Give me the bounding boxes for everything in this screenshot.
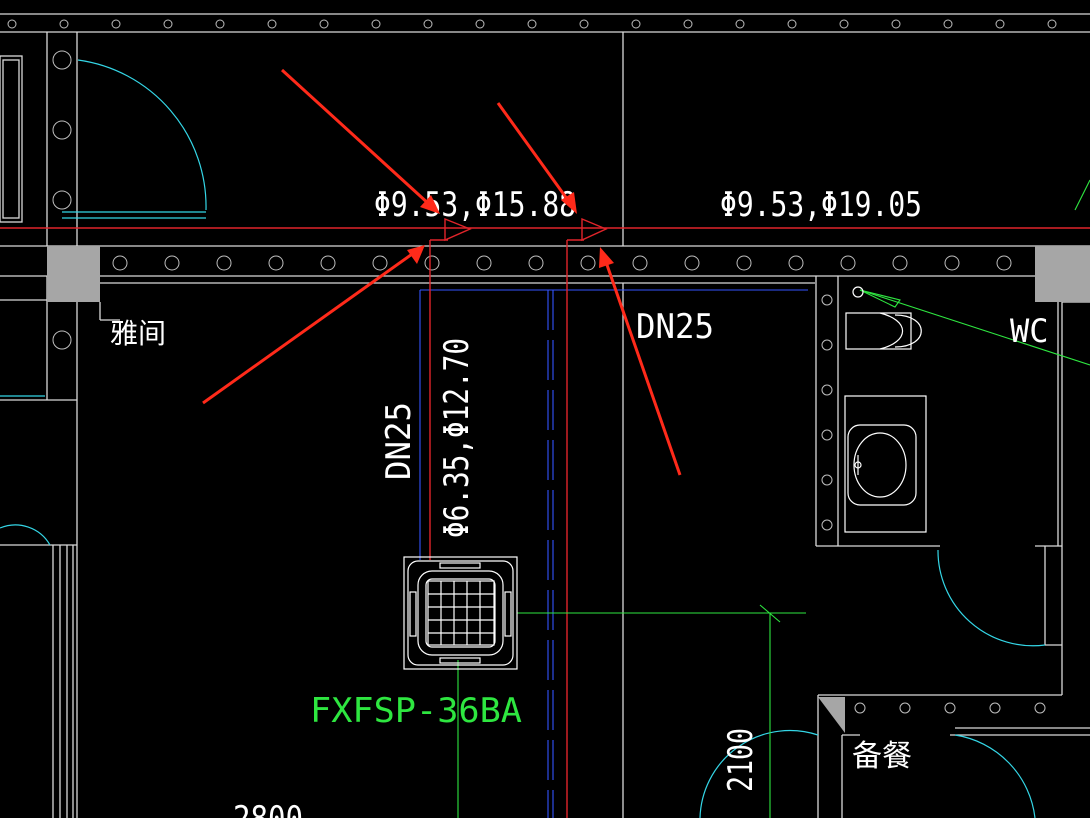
annotation-arrow-icon	[280, 68, 440, 214]
hatch-dot	[631, 19, 641, 29]
hatch-dot	[423, 19, 433, 29]
hatch-dot	[821, 294, 833, 306]
drain-size-right-label: DN25	[636, 307, 714, 347]
hatch-dot	[683, 19, 693, 29]
hatch-dot	[475, 19, 485, 29]
hatch-dot	[821, 519, 833, 531]
hatch-dot	[788, 255, 804, 271]
hatch-dot	[899, 702, 911, 714]
hatch-dot	[7, 19, 17, 29]
hatch-dot	[319, 19, 329, 29]
drain-size-vertical-label: DN25	[379, 402, 419, 480]
washbasin-icon	[844, 395, 927, 533]
labels: Φ9.53,Φ15.88 Φ9.53,Φ19.05 DN25 DN25 Φ6.3…	[110, 185, 1049, 818]
hatch-dot	[528, 255, 544, 271]
leader-lines	[457, 179, 1090, 818]
dimension-vertical-label: 2100	[721, 728, 761, 792]
hatch-dot	[995, 19, 1005, 29]
hatch-dot	[839, 19, 849, 29]
room-wc-label: WC	[1010, 312, 1049, 350]
hatch-dot	[112, 255, 128, 271]
room-left-label: 雅间	[110, 317, 166, 350]
hatch-dot	[1034, 702, 1046, 714]
hatch-dot	[1047, 19, 1057, 29]
hatch-dot	[840, 255, 856, 271]
hatch-dot	[821, 384, 833, 396]
hatch-dot	[111, 19, 121, 29]
hatch-dot	[371, 19, 381, 29]
hatch-dot	[735, 19, 745, 29]
hatch-dot	[891, 19, 901, 29]
hatch-dot	[996, 255, 1012, 271]
hatch-dot	[736, 255, 752, 271]
hatch-dot	[52, 190, 72, 210]
hatch-dot	[52, 330, 72, 350]
pipe-flow-arrow	[444, 217, 608, 242]
hatch-dot	[476, 255, 492, 271]
hatch-dot	[424, 255, 440, 271]
hatch-dot	[944, 255, 960, 271]
wall-lines	[0, 13, 1090, 818]
refrigerant-pipes	[0, 227, 1090, 818]
dimension-bottom-label: 2800	[233, 799, 303, 818]
hatch-dot	[580, 255, 596, 271]
hatch-dot	[579, 19, 589, 29]
column-icon	[47, 246, 100, 302]
hatch-dot	[320, 255, 336, 271]
hatch-dot	[944, 702, 956, 714]
hatch-dot	[527, 19, 537, 29]
column-icon	[1035, 246, 1090, 302]
hatch-dot	[821, 339, 833, 351]
hatch-dot	[59, 19, 69, 29]
toilet-icon	[845, 286, 922, 350]
hatch-dot	[632, 255, 648, 271]
annotation-arrow-icon	[202, 245, 425, 405]
hatch-dot	[163, 19, 173, 29]
pipe-size-vertical-label: Φ6.35,Φ12.70	[437, 338, 477, 538]
hatch-dot	[821, 429, 833, 441]
hatch-dot	[989, 702, 1001, 714]
hatch-dot	[854, 702, 866, 714]
hatch-dot	[268, 255, 284, 271]
hatch-dot	[943, 19, 953, 29]
annotation-arrow-icon	[496, 102, 577, 214]
pipe-size-left-label: Φ9.53,Φ15.88	[374, 185, 576, 225]
pipe-size-right-label: Φ9.53,Φ19.05	[720, 185, 922, 225]
hatch-dot	[164, 255, 180, 271]
wall-hatch	[7, 19, 1057, 714]
unit-model-label: FXFSP-36BA	[310, 691, 522, 731]
hatch-dot	[215, 19, 225, 29]
annotation-arrow-icon	[599, 247, 682, 476]
hatch-dot	[892, 255, 908, 271]
hatch-dot	[684, 255, 700, 271]
cassette-ac-unit-icon	[403, 556, 518, 670]
hatch-dot	[787, 19, 797, 29]
hatch-dot	[267, 19, 277, 29]
hatch-dot	[372, 255, 388, 271]
column-corner	[818, 697, 845, 733]
hatch-dot	[52, 50, 72, 70]
room-pantry-label: 备餐	[852, 739, 912, 774]
hatch-dot	[216, 255, 232, 271]
duct-lines	[419, 289, 808, 818]
door-swing-icon	[0, 59, 1046, 818]
hatch-dot	[52, 120, 72, 140]
hatch-dot	[821, 474, 833, 486]
